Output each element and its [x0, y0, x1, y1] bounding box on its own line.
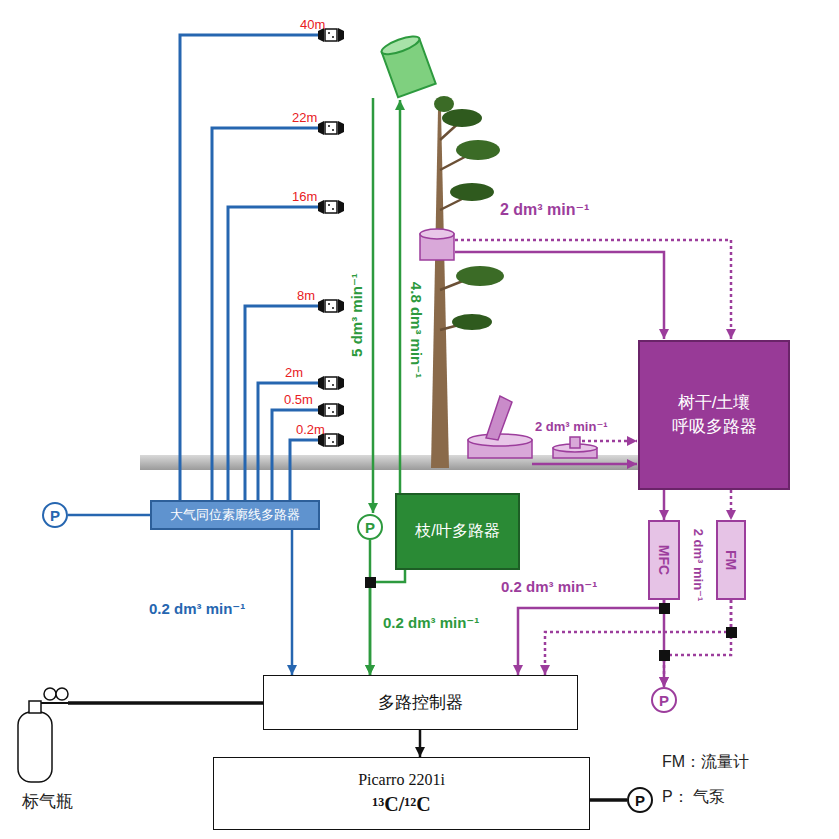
flow-rate-label: 0.2 dm³ min⁻¹ — [500, 578, 598, 596]
flow-connector — [730, 490, 733, 520]
box-text: Picarro 2201i — [358, 771, 445, 789]
legend-text: FM：流量计 — [662, 752, 749, 773]
branch-lines — [373, 98, 400, 513]
flow-label: 16m — [292, 189, 317, 204]
pump-circle: P — [42, 502, 68, 528]
box-text: 大气同位素廓线多路器 — [170, 506, 300, 524]
box-text: 多路控制器 — [378, 691, 463, 714]
flow-connector — [291, 530, 294, 675]
box-text: P — [659, 692, 669, 709]
process-box: Picarro 2201i ¹³C/¹²C — [213, 757, 590, 830]
inlet-filters — [318, 28, 344, 447]
branch-chamber — [380, 33, 436, 97]
flow-label: 标气瓶 — [22, 790, 73, 813]
flow-label: 8m — [297, 288, 315, 303]
pump-circle: P — [357, 514, 383, 540]
flow-connector — [518, 600, 664, 675]
flow-label: 40m — [300, 17, 325, 32]
flow-connector — [545, 600, 731, 675]
flow-label: 0.2m — [296, 422, 325, 437]
valve-symbols — [365, 577, 737, 661]
process-box: 多路控制器 — [263, 675, 578, 730]
flow-connector — [590, 798, 627, 802]
box-text: P — [635, 792, 645, 809]
process-box: MFC — [648, 520, 680, 600]
box-text: P — [50, 507, 60, 524]
flow-connector — [663, 490, 666, 520]
flow-connector — [419, 730, 422, 757]
box-text: MFC — [656, 545, 672, 575]
flow-label: 2 dm³ min⁻¹ — [535, 419, 608, 434]
box-text: 枝/叶多路器 — [415, 521, 499, 542]
pine-tree — [431, 96, 504, 468]
flow-label: 4.8 dm³ min⁻¹ — [407, 282, 425, 378]
box-text: FM — [723, 550, 739, 570]
soil-lines — [532, 441, 637, 464]
flow-rate-label: 0.2 dm³ min⁻¹ — [382, 614, 480, 632]
pump-circle: P — [651, 687, 677, 713]
process-box: 树干/土壤 呼吸多路器 — [638, 340, 790, 490]
process-box: 大气同位素廓线多路器 — [150, 500, 320, 530]
box-text: ¹³C/¹²C — [372, 793, 430, 816]
flow-label: 5 dm³ min⁻¹ — [348, 273, 366, 357]
box-text: 树干/土壤 呼吸多路器 — [654, 391, 774, 439]
stem-chamber — [420, 229, 454, 260]
process-box: FM — [716, 520, 746, 600]
flow-connector — [664, 600, 731, 687]
legend-text: P： 气泵 — [662, 787, 725, 808]
box-text: P — [365, 519, 375, 536]
flow-label: 2 dm³ min⁻¹ — [691, 529, 706, 602]
stem-lines — [455, 240, 731, 339]
flow-label: 2m — [285, 365, 303, 380]
flow-label: 0.5m — [284, 392, 313, 407]
flow-connector — [68, 514, 150, 517]
process-box: 枝/叶多路器 — [395, 493, 520, 570]
flow-label: 2 dm³ min⁻¹ — [500, 200, 589, 219]
flow-label: 22m — [292, 110, 317, 125]
pump-circle: P — [627, 787, 653, 813]
flow-rate-label: 0.2 dm³ min⁻¹ — [148, 600, 246, 618]
